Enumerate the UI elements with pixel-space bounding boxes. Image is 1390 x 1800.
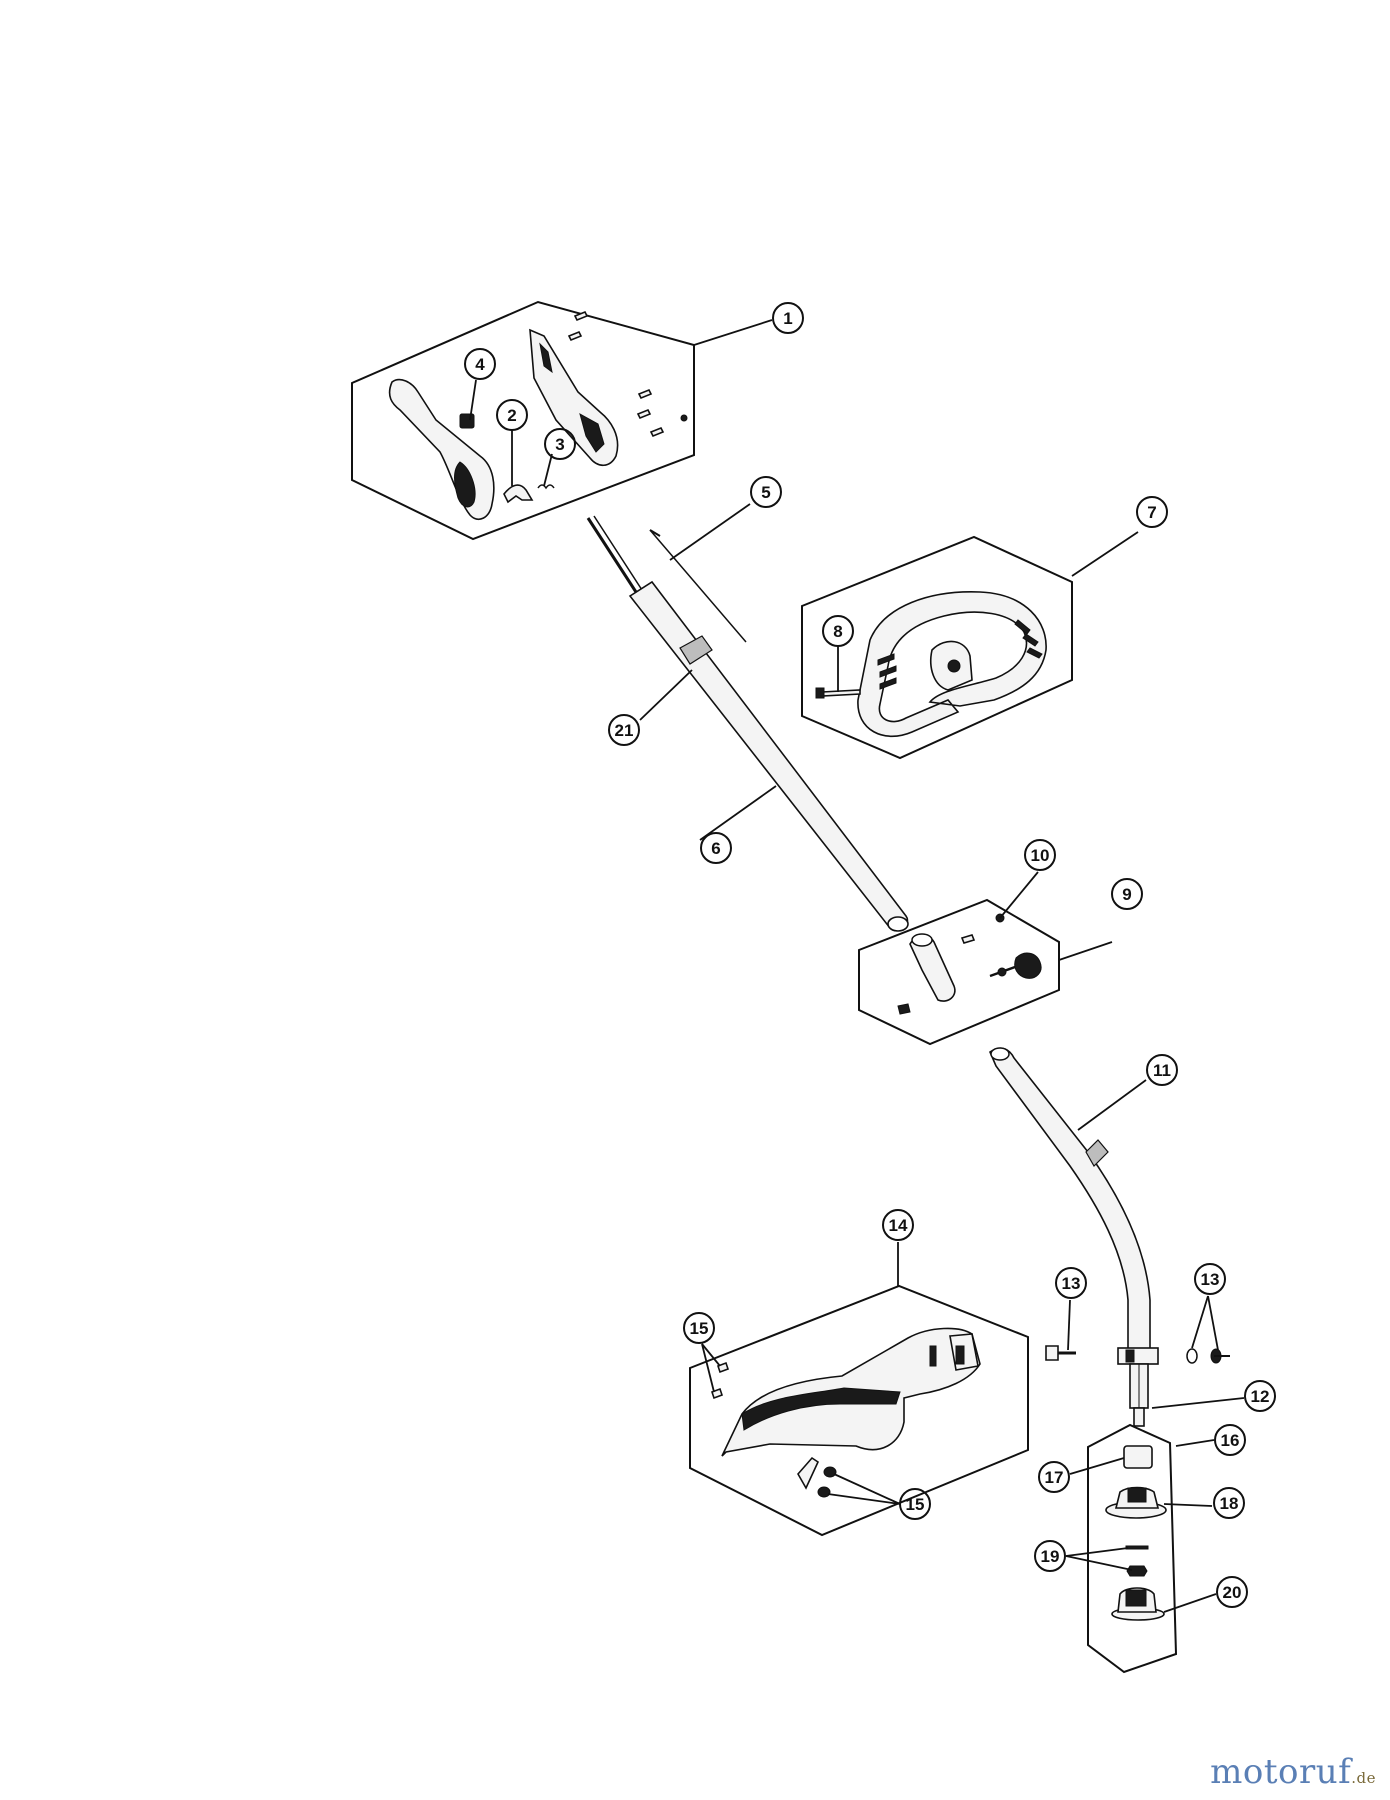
- upper-shaft-group: [586, 515, 909, 932]
- loop-handle-group: [801, 535, 1073, 760]
- svg-text:5: 5: [761, 483, 770, 502]
- callout-4: 4: [464, 348, 496, 380]
- callout-20: 20: [1216, 1576, 1248, 1608]
- callout-7: 7: [1136, 496, 1168, 528]
- svg-text:11: 11: [1153, 1061, 1171, 1080]
- callout-12: 12: [1244, 1380, 1276, 1412]
- svg-text:19: 19: [1041, 1547, 1060, 1566]
- svg-text:15: 15: [690, 1319, 709, 1338]
- svg-text:10: 10: [1031, 846, 1050, 865]
- svg-text:3: 3: [555, 435, 564, 454]
- callout-18: 18: [1213, 1487, 1245, 1519]
- callout-15-lower: 15: [899, 1488, 931, 1520]
- callout-13-right: 13: [1194, 1263, 1226, 1295]
- svg-text:2: 2: [507, 406, 516, 425]
- svg-text:14: 14: [889, 1216, 908, 1235]
- callout-14: 14: [882, 1209, 914, 1241]
- svg-text:16: 16: [1221, 1431, 1240, 1450]
- callout-9: 9: [1111, 878, 1143, 910]
- callout-16: 16: [1214, 1424, 1246, 1456]
- svg-text:18: 18: [1220, 1494, 1239, 1513]
- svg-text:21: 21: [615, 721, 634, 740]
- callout-6: 6: [700, 832, 732, 864]
- callout-21: 21: [608, 714, 640, 746]
- guard-group: [689, 1284, 1029, 1537]
- svg-text:1: 1: [783, 309, 792, 328]
- callout-3: 3: [544, 428, 576, 460]
- svg-text:17: 17: [1045, 1468, 1064, 1487]
- callout-11: 11: [1146, 1054, 1178, 1086]
- callout-10: 10: [1024, 839, 1056, 871]
- callout-2: 2: [496, 399, 528, 431]
- svg-text:13: 13: [1062, 1274, 1081, 1293]
- screws-group: [567, 310, 688, 438]
- callout-5: 5: [750, 476, 782, 508]
- svg-text:6: 6: [711, 839, 720, 858]
- callout-8: 8: [822, 615, 854, 647]
- svg-text:13: 13: [1201, 1270, 1220, 1289]
- svg-text:7: 7: [1147, 503, 1156, 522]
- handle-ribs: [877, 619, 1043, 690]
- part-13-hardware: [1045, 1345, 1230, 1364]
- callout-13-left: 13: [1055, 1267, 1087, 1299]
- coupler-group: [858, 898, 1060, 1046]
- watermark-tld: .de: [1351, 1769, 1376, 1787]
- handle-housing-group: [351, 300, 695, 541]
- svg-text:20: 20: [1223, 1583, 1242, 1602]
- callout-17: 17: [1038, 1461, 1070, 1493]
- watermark-logo: motoruf.de: [1210, 1752, 1376, 1792]
- leader-lines: [469, 319, 1245, 1613]
- callout-19: 19: [1034, 1540, 1066, 1572]
- lower-shaft-group: [989, 1047, 1159, 1427]
- svg-text:9: 9: [1122, 885, 1131, 904]
- svg-text:12: 12: [1251, 1387, 1270, 1406]
- callout-15-upper: 15: [683, 1312, 715, 1344]
- trimmer-head-group: [1087, 1423, 1178, 1674]
- svg-text:15: 15: [906, 1495, 925, 1514]
- watermark-brand: motoruf: [1210, 1752, 1352, 1792]
- callouts: 1 2 3 4 5 6 7 8 9 10 11 12 13 13 14 15 1…: [464, 302, 1276, 1608]
- callout-1: 1: [772, 302, 804, 334]
- svg-text:4: 4: [475, 355, 485, 374]
- svg-text:8: 8: [833, 622, 842, 641]
